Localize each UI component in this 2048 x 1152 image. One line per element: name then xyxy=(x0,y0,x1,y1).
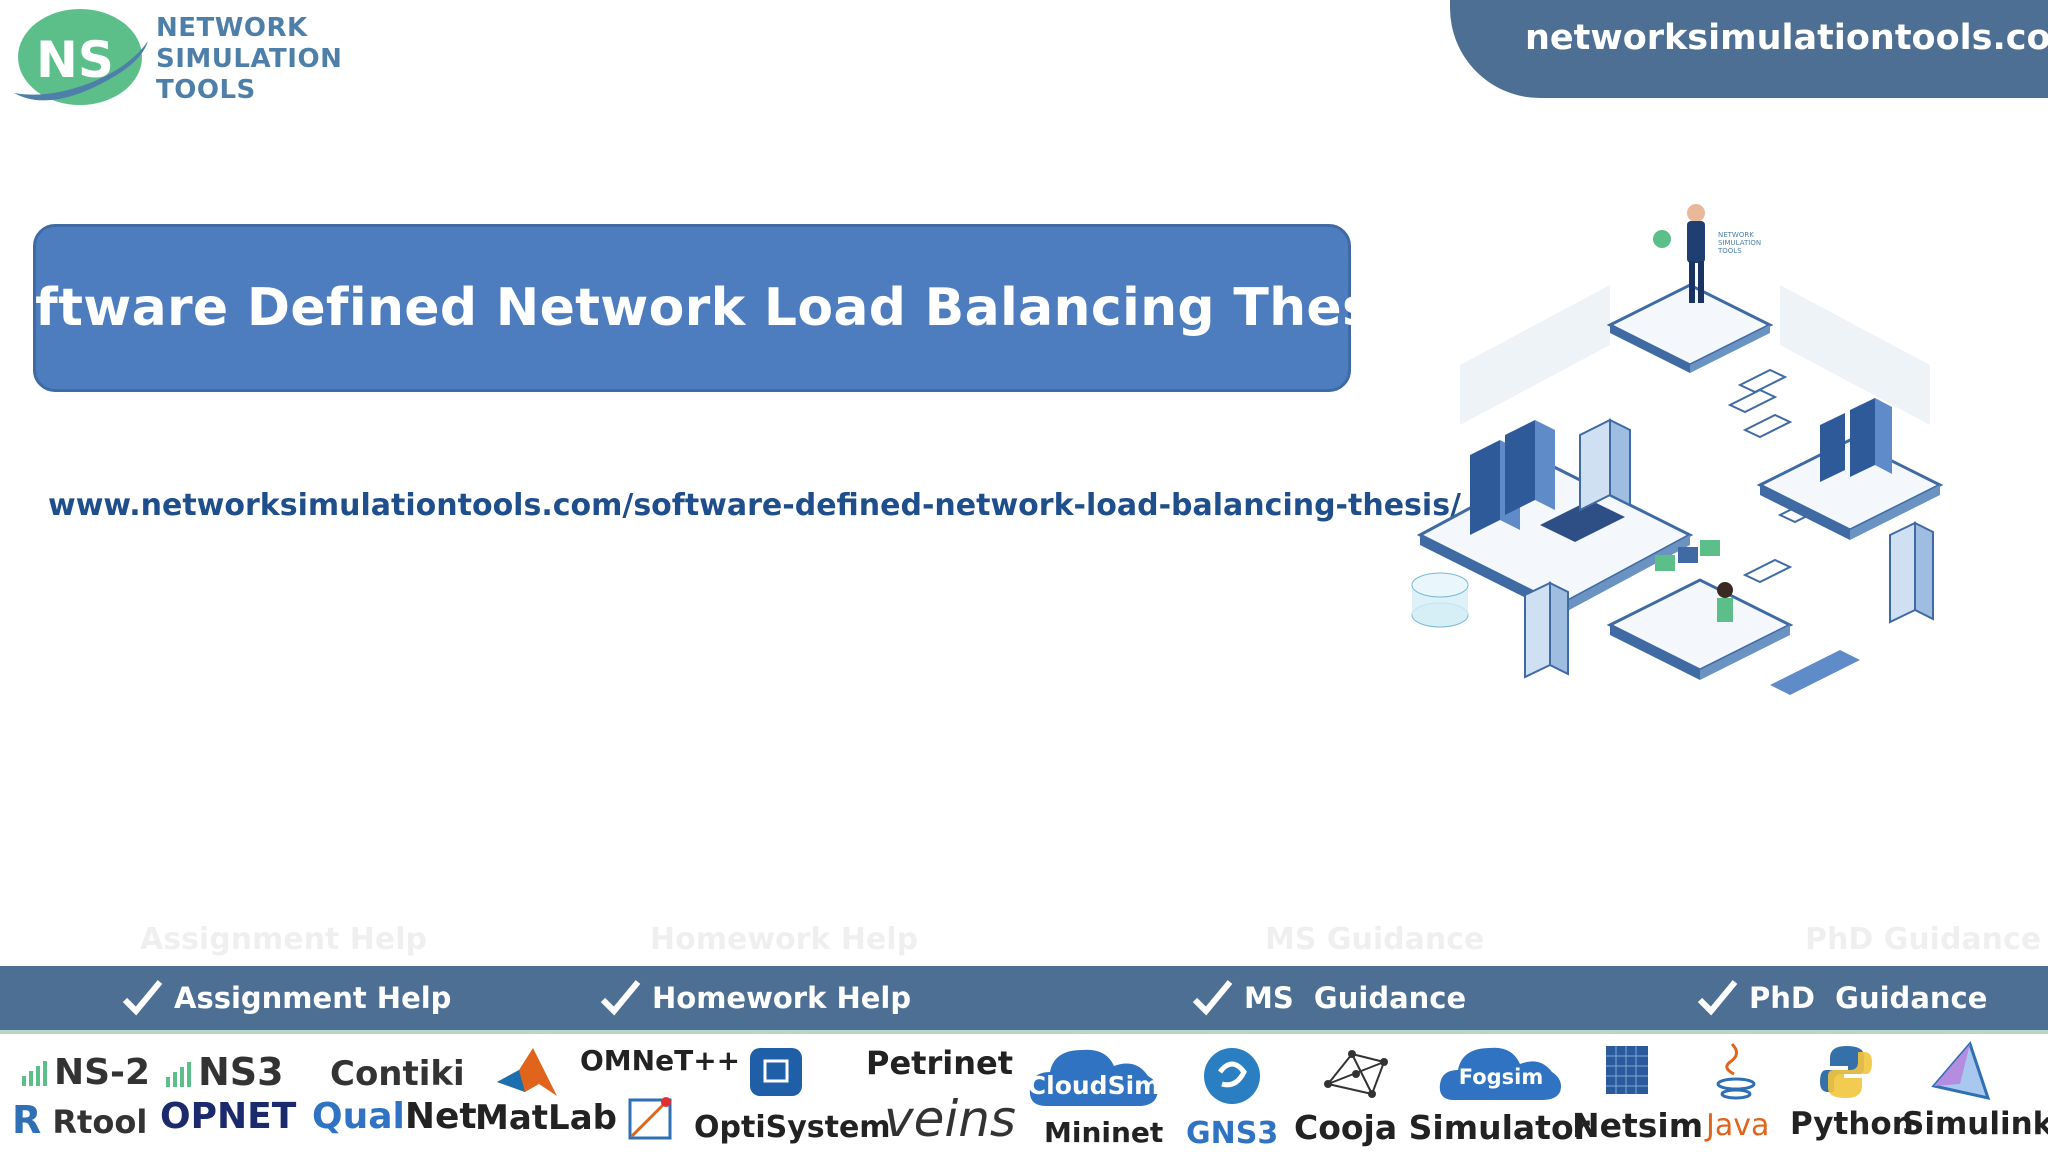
svg-text:TOOLS: TOOLS xyxy=(1717,247,1742,255)
logo-line-3: TOOLS xyxy=(156,75,256,105)
services-bar: Assignment Help Homework Help MS Guidanc… xyxy=(0,966,2048,1030)
signal-bars-icon xyxy=(166,1062,191,1087)
optisystem-icon xyxy=(750,1048,802,1096)
page-title: Software Defined Network Load Balancing … xyxy=(0,278,1423,338)
title-box: Software Defined Network Load Balancing … xyxy=(0,224,1422,392)
service-label: Homework Help xyxy=(652,981,912,1015)
businessman-figure xyxy=(1687,204,1705,303)
monitors xyxy=(1655,540,1720,571)
checkmark-icon xyxy=(600,980,641,1016)
tool-python[interactable]: Python xyxy=(1790,1106,1914,1142)
fogsim-label: Fogsim xyxy=(1459,1065,1544,1089)
brand-logo[interactable]: NS NETWORK SIMULATION TOOLS xyxy=(10,5,342,110)
tool-qualnet[interactable]: QualNet xyxy=(312,1096,477,1137)
tool-simulink[interactable]: Simulink xyxy=(1902,1106,2048,1142)
ghost-homework: Homework Help xyxy=(650,922,919,957)
service-ms-guidance[interactable]: MS Guidance xyxy=(1190,966,1466,1030)
cloudsim-label: CloudSim xyxy=(1028,1071,1160,1100)
tool-petrinet[interactable]: Petrinet xyxy=(866,1044,1013,1082)
illustration-logo: NETWORK SIMULATION TOOLS xyxy=(1653,230,1761,255)
tool-java[interactable]: Java xyxy=(1706,1108,1770,1143)
ghost-phd: PhD Guidance xyxy=(1805,922,2042,957)
tool-gns3[interactable]: GNS3 xyxy=(1186,1116,1279,1151)
tool-ns3[interactable]: NS3 xyxy=(166,1050,284,1094)
ns-logo-icon: NS xyxy=(14,9,148,105)
svg-text:SIMULATION: SIMULATION xyxy=(1718,239,1761,247)
java-icon xyxy=(1716,1042,1756,1100)
service-label: PhD Guidance xyxy=(1749,981,1988,1015)
python-icon xyxy=(1820,1046,1872,1098)
tool-matlab[interactable]: MatLab xyxy=(475,1098,617,1138)
service-label: MS Guidance xyxy=(1244,981,1467,1015)
tool-netsim[interactable]: Netsim xyxy=(1572,1106,1704,1145)
logo-line-1: NETWORK xyxy=(156,13,308,43)
logo-wordmark: NETWORK SIMULATION TOOLS xyxy=(156,13,346,106)
services-underline xyxy=(0,1030,2048,1034)
service-label: Assignment Help xyxy=(174,981,452,1015)
tool-rtool[interactable]: R Rtool xyxy=(12,1098,148,1142)
ghost-assignment: Assignment Help xyxy=(140,922,428,957)
network-illustration: NETWORK SIMULATION TOOLS xyxy=(1411,204,1944,695)
tool-contiki[interactable]: Contiki xyxy=(330,1054,465,1094)
fogsim-icon: Fogsim xyxy=(1439,1047,1561,1100)
logo-line-2: SIMULATION xyxy=(156,44,343,74)
tool-ns2[interactable]: NS-2 xyxy=(22,1052,150,1093)
signal-bars-icon xyxy=(22,1061,47,1086)
tool-cooja[interactable]: Cooja Simulator xyxy=(1294,1108,1590,1147)
service-phd-guidance[interactable]: PhD Guidance xyxy=(1695,966,1987,1030)
service-assignment-help[interactable]: Assignment Help xyxy=(120,966,451,1030)
cloudsim-icon: CloudSim xyxy=(1028,1049,1160,1106)
optisystem-secondary-icon xyxy=(628,1097,672,1140)
matlab-icon xyxy=(497,1048,557,1096)
services-reflection: Assignment Help Homework Help MS Guidanc… xyxy=(0,922,2048,962)
service-homework-help[interactable]: Homework Help xyxy=(598,966,911,1030)
netsim-icon xyxy=(1606,1046,1648,1094)
tool-optisystem[interactable]: OptiSystem xyxy=(694,1110,891,1145)
gns3-icon xyxy=(1204,1048,1260,1104)
site-banner xyxy=(1450,0,2048,98)
checkmark-icon xyxy=(1697,980,1738,1016)
ghost-ms: MS Guidance xyxy=(1265,922,1485,957)
simulink-icon xyxy=(1931,1041,1991,1101)
tool-veins[interactable]: veins xyxy=(884,1090,1016,1148)
svg-text:NETWORK: NETWORK xyxy=(1718,231,1754,239)
tools-strip: NS-2 NS3 Contiki OMNeT++ Petrinet CloudS… xyxy=(0,1034,2048,1152)
server-rack-right xyxy=(1820,398,1892,482)
checkmark-icon xyxy=(122,980,163,1016)
server-rack-left xyxy=(1470,420,1555,535)
tool-opnet[interactable]: OPNET xyxy=(160,1096,297,1137)
logo-abbr: NS xyxy=(36,31,114,89)
site-url-link[interactable]: networksimulationtools.com xyxy=(1525,18,2048,58)
tool-mininet[interactable]: Mininet xyxy=(1044,1116,1164,1149)
page-url-link[interactable]: www.networksimulationtools.com/software-… xyxy=(48,488,1462,523)
cooja-network-icon xyxy=(1324,1050,1388,1098)
tool-omnet[interactable]: OMNeT++ xyxy=(580,1044,741,1077)
checkmark-icon xyxy=(1192,980,1233,1016)
